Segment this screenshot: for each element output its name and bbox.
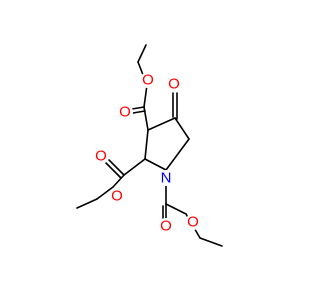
- atom-o-c2-carbonyl: O: [93, 148, 109, 165]
- atom-o-c3-carbonyl-label: O: [119, 104, 131, 121]
- bond-n1-c2: [144, 158, 167, 171]
- bond-c3-co-double-b: [132, 110, 146, 114]
- bond-c4-c5: [174, 117, 190, 140]
- atom-o-n-carbonyl-label: O: [160, 218, 172, 235]
- bond-c3-co-double-a: [131, 106, 145, 110]
- ketone-group: [172, 92, 178, 120]
- atom-labels: O O O O O N O O: [93, 72, 201, 235]
- bond-n-c-o-single: [165, 203, 187, 215]
- bond-c3-c4: [147, 117, 176, 131]
- bond-c2-co-double-a: [108, 159, 125, 176]
- atom-o-n-carbonyl: O: [158, 218, 174, 235]
- bond-n-ch2-ch3: [199, 237, 223, 247]
- bond-c5-n1: [165, 138, 190, 171]
- bond-c3-ch2-ch3: [137, 44, 147, 63]
- atom-o-ketone: O: [166, 76, 182, 93]
- atom-o-c2-ether-label: O: [111, 188, 123, 205]
- atom-n-ring-label: N: [161, 170, 172, 187]
- atom-o-c3-carbonyl: O: [117, 104, 133, 121]
- atom-o-n-ether-label: O: [187, 214, 199, 231]
- molecule-drawing: O O O O O N O O: [76, 44, 223, 247]
- bond-c2-co-double-b: [105, 162, 122, 179]
- bond-c2-ch2-ch3: [76, 198, 98, 209]
- atom-o-ketone-label: O: [168, 76, 180, 93]
- atom-o-n-ether: O: [185, 214, 201, 231]
- bond-c2-o-ch2: [96, 186, 114, 200]
- bond-c2-c3: [144, 129, 149, 160]
- bond-c2-c-o-single: [112, 174, 125, 188]
- atom-o-c2-carbonyl-label: O: [95, 148, 107, 165]
- atom-n-ring: N: [158, 170, 174, 187]
- bond-c3-c-o-single: [143, 84, 148, 108]
- atom-o-c3-ether: O: [140, 72, 156, 89]
- ester-c2: [76, 158, 146, 209]
- bond-c2-carbonyl: [123, 158, 146, 176]
- pyrrolidine-ring: [144, 117, 190, 171]
- atom-o-c3-ether-label: O: [142, 72, 154, 89]
- atom-o-c2-ether: O: [109, 188, 125, 205]
- structure-canvas: O O O O O N O O: [76, 44, 223, 247]
